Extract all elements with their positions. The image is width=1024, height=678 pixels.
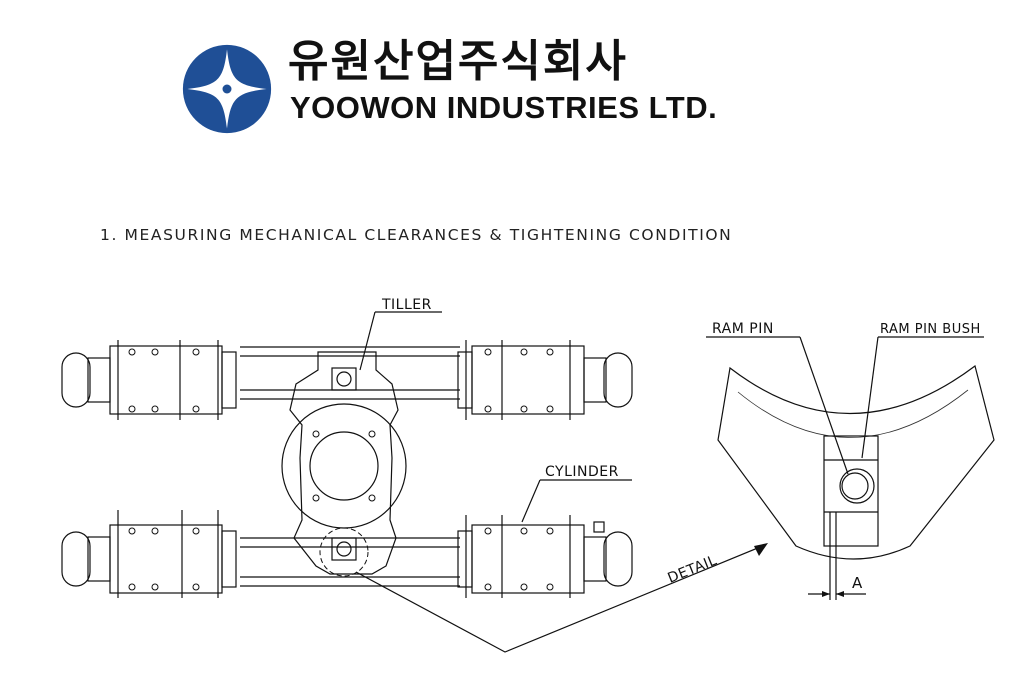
detail-view (717, 364, 995, 600)
company-name-korean: 유원산업주식회사 (288, 36, 628, 87)
detail-label: DETAIL (666, 553, 720, 587)
cylinder-upper-right (457, 340, 633, 420)
tiller-label: TILLER (381, 297, 432, 313)
leader-lines (355, 311, 984, 653)
cylinder-lower-left (61, 510, 237, 598)
ram-pin-bush-label: RAM PIN BUSH (880, 322, 981, 337)
steering-assembly (61, 340, 633, 598)
tiller-body (281, 351, 407, 575)
cylinder-lower-right (457, 515, 633, 598)
ram-pin-label: RAM PIN (712, 321, 774, 337)
cylinder-upper-left (61, 340, 237, 420)
detail-marker-circle (319, 527, 369, 577)
dimension-a-label: A (852, 574, 863, 592)
section-title: 1. MEASURING MECHANICAL CLEARANCES & TIG… (100, 226, 733, 244)
tie-bars (240, 346, 460, 587)
cylinder-label: CYLINDER (545, 464, 619, 480)
company-logo (182, 44, 272, 134)
company-name-english: YOOWON INDUSTRIES LTD. (290, 90, 718, 125)
